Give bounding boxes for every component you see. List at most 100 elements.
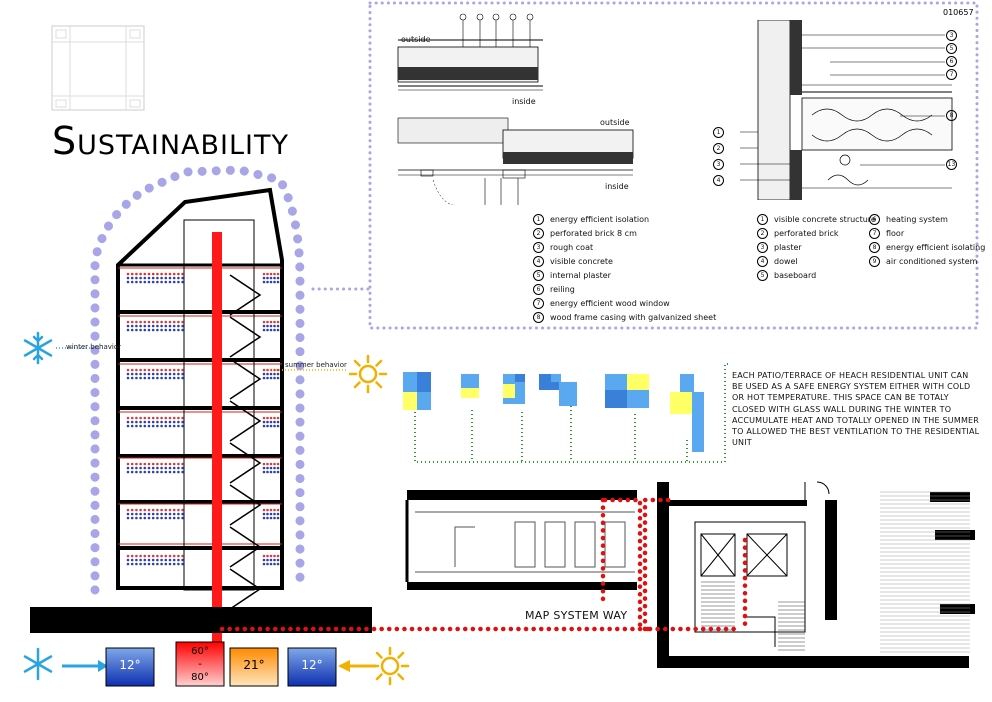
unit-dot — [273, 320, 276, 324]
unit-dot — [135, 466, 138, 470]
unit-dot — [147, 368, 151, 372]
unit-dot — [126, 558, 130, 562]
unit-dot — [273, 470, 276, 474]
unit-dot — [135, 324, 138, 328]
unit-dot — [151, 368, 155, 372]
temp-cold-right: 12° — [301, 658, 323, 672]
unit-dot — [130, 516, 134, 520]
unit-dot — [147, 516, 151, 520]
unit-dot — [262, 416, 266, 420]
unit-dot — [130, 420, 134, 424]
stair-flight — [229, 274, 262, 316]
sheet-code: 010657 — [943, 8, 974, 17]
unit-dot — [172, 512, 176, 516]
unit-dot — [276, 328, 280, 332]
unit-dot — [273, 558, 276, 562]
winter-behavior-label: winter behavior — [66, 343, 121, 351]
page-title: Sustainability — [52, 119, 289, 163]
unit-dot — [266, 512, 269, 516]
unit-dot — [147, 372, 151, 376]
unit-dot — [262, 562, 266, 566]
unit-dot — [181, 376, 184, 380]
unit-dot — [181, 508, 184, 512]
unit-dot — [276, 462, 280, 466]
label-inside-1: inside — [512, 97, 536, 106]
unit-dot — [181, 320, 184, 324]
unit-dot — [172, 376, 176, 380]
unit-dot — [156, 416, 159, 420]
unit-dot — [151, 558, 155, 562]
unit-dot — [172, 280, 176, 284]
unit-dot — [172, 516, 176, 520]
patio-block — [515, 374, 525, 382]
unit-dot — [164, 466, 168, 470]
unit-dot — [151, 512, 155, 516]
unit-dot — [160, 368, 163, 372]
detail-a-drawing — [397, 13, 634, 205]
unit-dot — [168, 512, 172, 516]
unit-dot — [168, 272, 172, 276]
unit-dot — [172, 372, 176, 376]
unit-dot — [269, 516, 273, 520]
unit-dot — [181, 558, 184, 562]
unit-dot — [160, 554, 163, 558]
unit-dot — [269, 372, 273, 376]
unit-dot — [269, 558, 273, 562]
unit-dot — [168, 516, 172, 520]
unit-dot — [156, 512, 159, 516]
unit-dot — [269, 424, 273, 428]
snowflake-icon — [23, 331, 100, 365]
unit-dot — [181, 280, 184, 284]
unit-dot — [156, 280, 159, 284]
unit-dot — [168, 416, 172, 420]
unit-dot — [164, 554, 168, 558]
patio-block — [605, 390, 627, 408]
unit-dot — [266, 372, 269, 376]
unit-dot — [126, 420, 130, 424]
unit-dot — [151, 280, 155, 284]
unit-dot — [135, 272, 138, 276]
unit-dot — [151, 470, 155, 474]
unit-dot — [139, 470, 142, 474]
unit-dot — [164, 372, 168, 376]
unit-dot — [269, 562, 273, 566]
unit-dot — [160, 558, 163, 562]
unit-dot — [266, 562, 269, 566]
unit-dot — [164, 328, 168, 332]
unit-dot — [143, 324, 147, 328]
unit-dot — [156, 470, 159, 474]
unit-dot — [177, 424, 180, 428]
unit-dot — [164, 276, 168, 280]
unit-dot — [262, 320, 266, 324]
unit-dot — [151, 420, 155, 424]
unit-dot — [262, 470, 266, 474]
unit-dot — [262, 420, 266, 424]
unit-dot — [160, 280, 163, 284]
unit-dot — [276, 470, 280, 474]
unit-dot — [168, 420, 172, 424]
sun-icon — [270, 354, 388, 394]
unit-dot — [266, 272, 269, 276]
unit-dot — [126, 368, 130, 372]
unit-dot — [143, 462, 147, 466]
unit-dot — [273, 276, 276, 280]
unit-dot — [143, 512, 147, 516]
unit-dot — [164, 416, 168, 420]
unit-dot — [168, 466, 172, 470]
unit-dot — [262, 372, 266, 376]
unit-dot — [164, 512, 168, 516]
unit-dot — [177, 558, 180, 562]
unit-dot — [143, 554, 147, 558]
unit-dot — [262, 466, 266, 470]
unit-dot — [164, 324, 168, 328]
unit-dot — [147, 462, 151, 466]
unit-dot — [172, 462, 176, 466]
unit-dot — [273, 508, 276, 512]
unit-dot — [273, 416, 276, 420]
stair-flight — [229, 400, 262, 442]
unit-dot — [130, 328, 134, 332]
unit-dot — [177, 470, 180, 474]
